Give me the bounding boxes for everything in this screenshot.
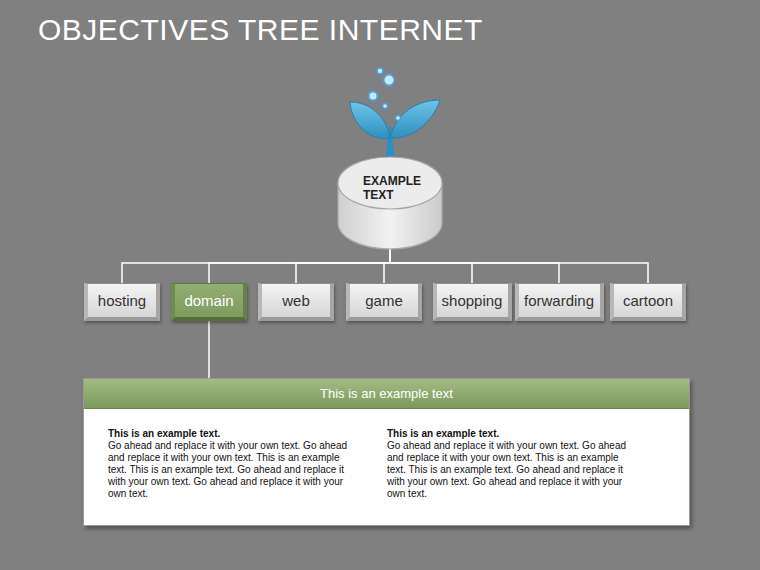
bubble bbox=[377, 68, 383, 74]
cylinder-node: EXAMPLE TEXT bbox=[336, 155, 444, 251]
title: OBJECTIVES TREE INTERNET bbox=[38, 13, 483, 47]
tree-connector bbox=[390, 247, 559, 283]
column-heading: This is an example text. bbox=[387, 428, 637, 440]
plant-leaf bbox=[390, 100, 440, 138]
category-box: shopping bbox=[433, 283, 512, 321]
box-label: web bbox=[282, 292, 310, 309]
tree-connector bbox=[208, 321, 210, 378]
cylinder-top bbox=[338, 157, 442, 209]
column-body: Go ahead and replace it with your own te… bbox=[108, 440, 358, 500]
detail-panel: This is an example textThis is an exampl… bbox=[83, 378, 690, 526]
bubble bbox=[383, 104, 388, 109]
panel-header: This is an example text bbox=[84, 379, 689, 409]
tree-connector bbox=[209, 247, 390, 283]
box-label: domain bbox=[184, 292, 233, 309]
cylinder-shape bbox=[336, 155, 444, 251]
box-label: shopping bbox=[442, 292, 503, 309]
tree-connector bbox=[390, 247, 648, 283]
box-label: hosting bbox=[98, 292, 146, 309]
column-body: Go ahead and replace it with your own te… bbox=[387, 440, 637, 500]
panel-body: This is an example text.Go ahead and rep… bbox=[84, 409, 689, 518]
column-heading: This is an example text. bbox=[108, 428, 358, 440]
box-label: game bbox=[365, 292, 403, 309]
bubble bbox=[396, 116, 401, 121]
text-column: This is an example text.Go ahead and rep… bbox=[108, 428, 358, 500]
box-label: forwarding bbox=[524, 292, 594, 309]
category-box: web bbox=[258, 283, 334, 321]
tree-connector bbox=[296, 247, 390, 283]
box-label: cartoon bbox=[623, 292, 673, 309]
bubble bbox=[384, 75, 395, 86]
tree-connector bbox=[390, 247, 472, 283]
plant-leaf bbox=[350, 102, 390, 139]
bubble bbox=[369, 92, 378, 101]
category-box: game bbox=[346, 283, 422, 321]
category-box: hosting bbox=[84, 283, 160, 321]
text-column: This is an example text.Go ahead and rep… bbox=[387, 428, 637, 500]
category-box: domain bbox=[171, 283, 247, 321]
category-box: cartoon bbox=[610, 283, 686, 321]
tree-connector bbox=[384, 247, 390, 283]
tree-connector bbox=[122, 247, 390, 283]
category-box: forwarding bbox=[515, 283, 604, 321]
node-label: EXAMPLE TEXT bbox=[363, 174, 425, 202]
